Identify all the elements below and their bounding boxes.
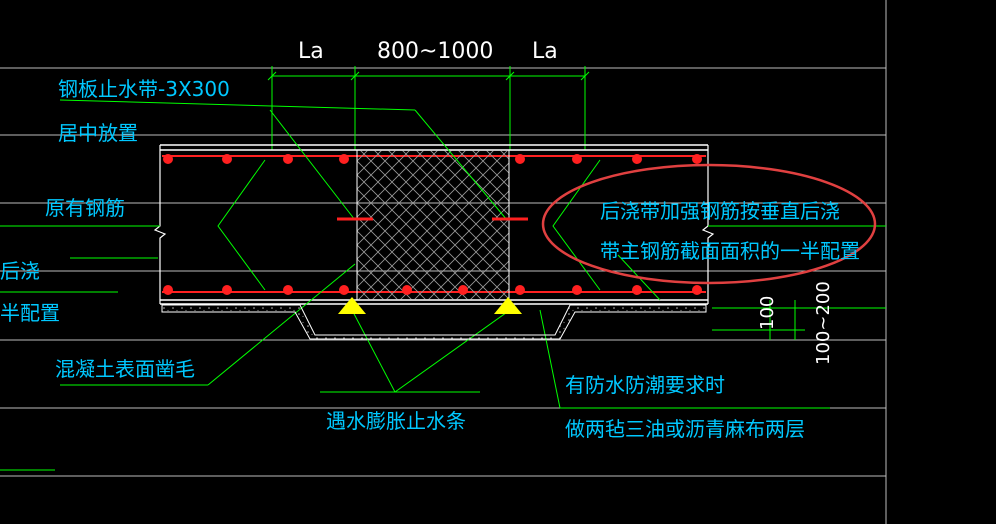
label-waterproof-2: 做两毡三油或沥青麻布两层 (565, 417, 805, 441)
break-lines (153, 145, 715, 304)
dim-right-la: La (532, 39, 558, 64)
green-lines (0, 99, 886, 409)
label-original-rebar: 原有钢筋 (45, 196, 125, 220)
dim-100-200: 100~200 (813, 281, 834, 365)
label-waterproof-1: 有防水防潮要求时 (565, 373, 725, 397)
note-line-2: 带主钢筋截面面积的一半配置 (600, 239, 860, 263)
top-dimension (267, 66, 590, 150)
dim-middle: 800~1000 (377, 39, 493, 64)
swelling-strips (338, 297, 522, 314)
dim-100: 100 (757, 296, 778, 330)
note-highlight-ellipse (541, 163, 877, 285)
label-left-partial-1: 后浇 (0, 259, 40, 283)
rebar-dots (163, 154, 702, 295)
label-concrete-rough: 混凝土表面凿毛 (55, 357, 195, 381)
label-swelling-strip: 遇水膨胀止水条 (326, 409, 466, 433)
note-line-1: 后浇带加强钢筋按垂直后浇 (600, 199, 840, 223)
waterproof-layer (161, 304, 707, 340)
label-left-partial-2: 半配置 (0, 301, 60, 325)
dim-left-la: La (298, 39, 324, 64)
label-centered: 居中放置 (58, 121, 138, 145)
post-pour-zone (356, 149, 510, 301)
label-steel-waterstop: 钢板止水带-3X300 (58, 77, 230, 101)
